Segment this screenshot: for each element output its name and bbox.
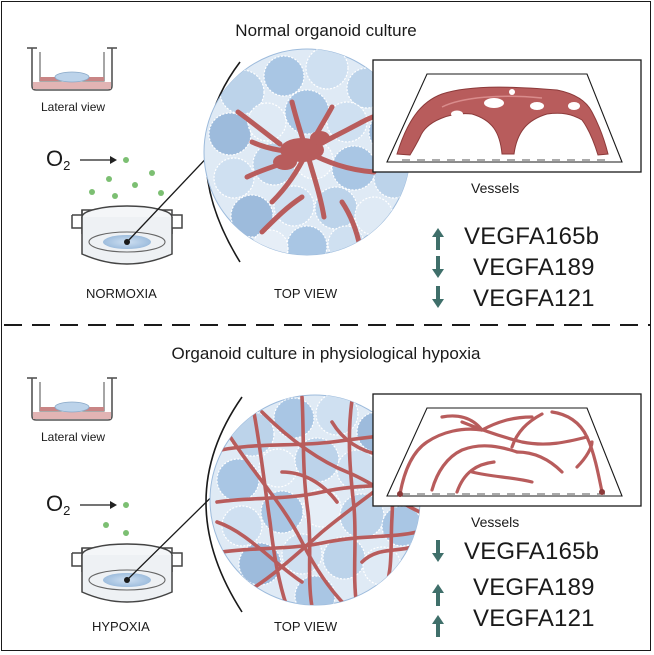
gene-arrows-bottom [432, 540, 444, 637]
culture-dish-icon-bottom [71, 543, 183, 603]
transwell-insert-icon-bottom [27, 377, 117, 421]
down-arrow-icon [432, 256, 444, 278]
down-arrow-icon [432, 540, 444, 562]
panel-title-normal: Normal organoid culture [235, 21, 417, 40]
lateral-view-label: Lateral view [41, 430, 106, 444]
vessels-inset-bottom [372, 393, 642, 507]
gene-label: VEGFA189 [473, 574, 595, 601]
magnifier-arc-bottom [205, 396, 243, 613]
up-arrow-icon [432, 615, 444, 637]
up-arrow-icon [432, 228, 444, 250]
gene-label: VEGFA121 [473, 605, 595, 632]
vessels-label: Vessels [471, 514, 520, 530]
down-arrow-icon [432, 286, 444, 308]
gene-label: VEGFA165b [464, 538, 600, 565]
oxygen-dots-bottom [103, 502, 129, 536]
lateral-view-label: Lateral view [41, 100, 106, 114]
vessels-inset-top [372, 59, 642, 173]
gene-label: VEGFA165b [464, 223, 600, 250]
panel-title-hypoxia: Organoid culture in physiological hypoxi… [171, 344, 481, 363]
top-view-label: TOP VIEW [274, 286, 338, 301]
gene-label: VEGFA121 [473, 285, 595, 312]
condition-label-normoxia: NORMOXIA [86, 286, 157, 301]
condition-label-hypoxia: HYPOXIA [92, 619, 150, 634]
up-arrow-icon [432, 584, 444, 606]
culture-dish-icon-top [71, 205, 183, 265]
organoid-icon-bottom [209, 394, 421, 606]
gene-arrows-top [432, 228, 444, 308]
transwell-insert-icon-top [27, 47, 117, 91]
vessels-label: Vessels [471, 180, 520, 196]
top-view-label: TOP VIEW [274, 619, 338, 634]
oxygen-label: O2 [46, 491, 71, 518]
gene-label: VEGFA189 [473, 254, 595, 281]
oxygen-label: O2 [46, 146, 71, 173]
